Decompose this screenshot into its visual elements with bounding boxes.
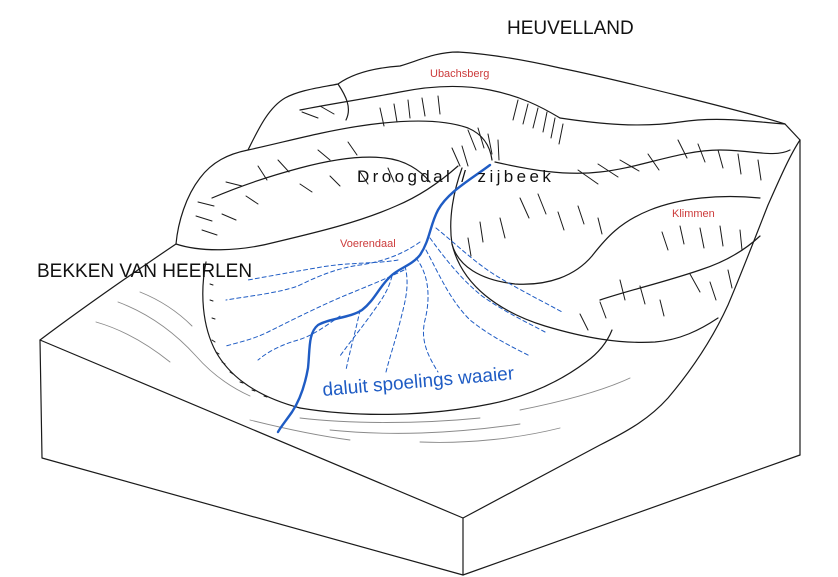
rill — [339, 275, 393, 357]
basin-fan-toe — [299, 329, 613, 416]
rill — [247, 259, 399, 281]
basin-left-slope — [202, 261, 301, 409]
right-face-terrain-profile — [462, 139, 801, 519]
klimmen-hill-lower — [599, 235, 761, 301]
rill — [425, 249, 531, 357]
rill — [429, 237, 546, 333]
rill — [257, 315, 341, 361]
label-ubachsberg: Ubachsberg — [430, 68, 489, 80]
basin-field-lines — [95, 291, 631, 443]
right-hill-valley-side — [450, 167, 761, 285]
hachures-left-hill — [195, 141, 395, 236]
basin-edges — [95, 261, 631, 443]
label-bekken: BEKKEN VAN HEERLEN — [37, 261, 252, 282]
hachures-ubachsberg — [301, 95, 564, 167]
hachures — [195, 95, 762, 331]
hachures-right-hill — [467, 139, 762, 257]
labels: HEUVELLAND Ubachsberg Droogdal / zijbeek… — [37, 18, 715, 401]
rill — [385, 265, 408, 373]
label-klimmen: Klimmen — [672, 208, 715, 220]
left-hill-inner-ridge — [211, 156, 431, 199]
rill — [415, 257, 439, 373]
label-waaier: daluit spoelings waaier — [322, 363, 516, 401]
hill-outlines — [175, 51, 801, 343]
ridge-back-inner — [299, 83, 561, 121]
rill — [225, 269, 405, 347]
hachures-klimmen — [579, 225, 743, 331]
left-hill-base — [175, 165, 459, 251]
rill — [345, 309, 361, 371]
label-droogdal: Droogdal / zijbeek — [357, 167, 554, 186]
right-hill-upper-ridge — [494, 149, 791, 174]
main-stream — [276, 163, 492, 434]
ridge-right-upper — [559, 117, 786, 126]
rill — [435, 227, 563, 313]
skyline — [175, 51, 801, 245]
basin-slope-dots — [209, 283, 268, 398]
top-surface-left-edge — [39, 243, 177, 341]
drainage — [225, 163, 563, 434]
label-voerendaal: Voerendaal — [340, 238, 396, 250]
block-outline — [39, 139, 801, 576]
ridge-ubachsberg-front — [247, 120, 493, 161]
label-heuvelland: HEUVELLAND — [507, 18, 634, 39]
right-face-bottom-edge — [462, 454, 801, 576]
rill — [225, 241, 421, 301]
right-hill-base — [451, 243, 719, 343]
